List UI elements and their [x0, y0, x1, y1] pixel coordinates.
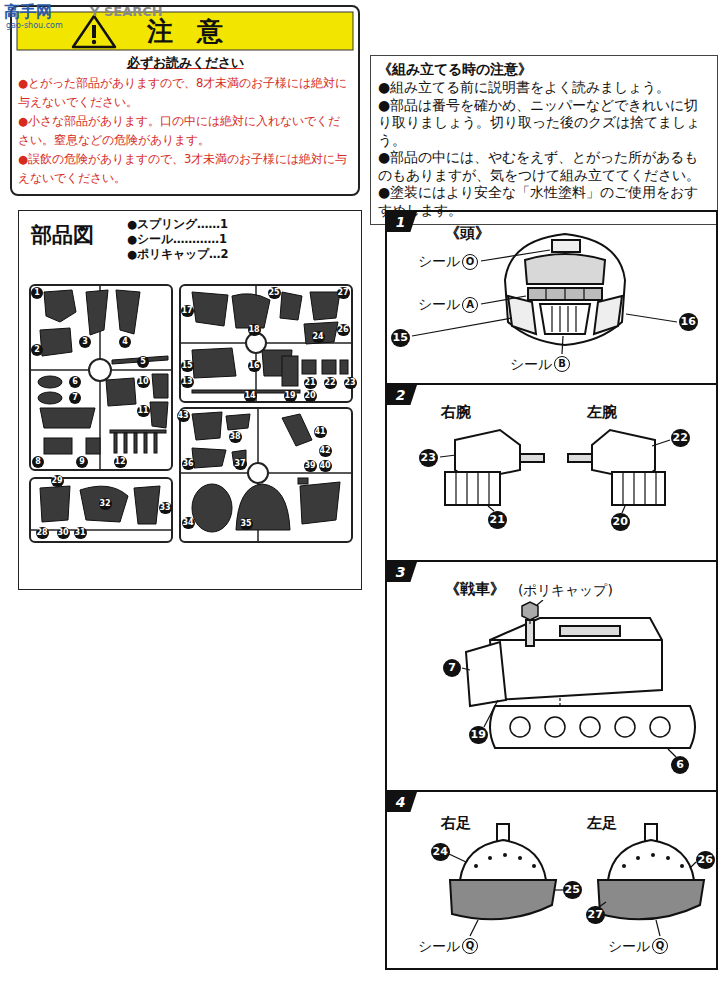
- part-number: 24: [312, 331, 325, 343]
- notes-text: ●部品の中には、やむをえず、とがった所があるものもありますが、気をつけて組み立て…: [378, 149, 710, 184]
- watermark: 高手网: [4, 2, 52, 23]
- part-number: 29: [51, 475, 64, 487]
- step-title: 左腕: [587, 403, 617, 422]
- warning-subtitle: 必ずお読みください: [18, 52, 352, 74]
- callout-number: 6: [671, 756, 689, 774]
- part-number: 27: [337, 287, 350, 299]
- part-number: 3: [79, 336, 91, 348]
- part-number: 21: [304, 377, 317, 389]
- step-title: 右足: [441, 814, 471, 833]
- part-number: 6: [69, 376, 81, 388]
- part-number: 7: [69, 392, 81, 404]
- callout-number: 19: [469, 726, 488, 744]
- step-title: 《頭》: [445, 224, 490, 243]
- part-number: 14: [244, 390, 257, 402]
- part-number: 43: [177, 410, 190, 422]
- part-number: 40: [319, 460, 332, 472]
- part-number: 13: [181, 376, 194, 388]
- callout-number: 24: [431, 843, 450, 861]
- part-number: 33: [159, 502, 172, 514]
- part-number: 26: [337, 324, 350, 336]
- step-number: 4: [387, 792, 417, 812]
- part-number: 20: [304, 390, 317, 402]
- part-number: 38: [229, 431, 242, 443]
- sticker-label: シール: [510, 356, 552, 374]
- panel-title: 部品図: [31, 221, 94, 249]
- sticker-label: シール: [418, 296, 460, 314]
- part-number: 9: [76, 456, 88, 468]
- part-number: 36: [182, 458, 195, 470]
- part-number: 1: [31, 287, 43, 299]
- warning-text: ●小さな部品があります。口の中には絶対に入れないでください。窒息などの危険があり…: [18, 112, 352, 150]
- sticker-label: シール: [608, 938, 650, 956]
- step-title: 左足: [587, 814, 617, 833]
- warning-text: ●誤飲の危険がありますので、3才未満のお子様には絶対に与えないでください。: [18, 150, 352, 188]
- notes-box: 《組み立てる時の注意》●組み立てる前に説明書をよく読みましょう。●部品は番号を確…: [370, 55, 718, 225]
- part-number: 42: [319, 445, 332, 457]
- warning-text: ●とがった部品がありますので、8才未満のお子様には絶対に与えないでください。: [18, 74, 352, 112]
- part-number: 32: [99, 498, 112, 510]
- watermark: Y SEARCH: [90, 4, 163, 19]
- part-number: 5: [137, 356, 149, 368]
- notes-text: ●組み立てる前に説明書をよく読みましょう。: [378, 79, 710, 97]
- step-number: 2: [387, 385, 417, 405]
- callout-number: 22: [671, 429, 690, 447]
- step-title: 右腕: [441, 403, 471, 422]
- part-number: 4: [119, 336, 131, 348]
- part-number: 34: [182, 517, 195, 529]
- part-number: 31: [74, 527, 87, 539]
- part-number: 8: [32, 456, 44, 468]
- part-number: 2: [31, 344, 43, 356]
- callout-number: 15: [391, 329, 410, 347]
- part-number: 16: [248, 360, 261, 372]
- notes-text: ●塗装にはより安全な「水性塗料」のご使用をおすすめします。: [378, 184, 710, 219]
- sticker-letter: Q: [652, 938, 668, 954]
- part-number: 23: [344, 377, 357, 389]
- callout-number: 25: [563, 881, 582, 899]
- callout-number: 27: [586, 906, 605, 924]
- part-number: 17: [181, 305, 194, 317]
- step-number: 1: [387, 212, 417, 232]
- part-number: 19: [284, 390, 297, 402]
- callout-number: 20: [611, 513, 630, 531]
- sticker-letter: A: [462, 297, 478, 313]
- part-note: (ポリキャップ): [518, 582, 613, 600]
- step-number: 3: [387, 562, 417, 582]
- part-number: 37: [234, 458, 247, 470]
- step-box: 2 右腕 左腕: [385, 383, 718, 562]
- part-number: 18: [248, 324, 261, 336]
- part-number: 12: [114, 456, 127, 468]
- sticker-letter: O: [462, 254, 478, 270]
- parts-count: ●シール…………1: [127, 232, 227, 247]
- callout-number: 26: [696, 851, 715, 869]
- part-number: 35: [240, 518, 253, 530]
- sticker-label: シール: [418, 938, 460, 956]
- warning-box: 注意必ずお読みください●とがった部品がありますので、8才未満のお子様には絶対に与…: [10, 5, 360, 196]
- part-number: 41: [314, 426, 327, 438]
- notes-text: ●部品は番号を確かめ、ニッパーなどできれいに切り取りましょう。切り取った後のクズ…: [378, 97, 710, 150]
- part-number: 39: [304, 460, 317, 472]
- sticker-letter: Q: [462, 938, 478, 954]
- callout-number: 21: [488, 511, 507, 529]
- part-number: 28: [36, 527, 49, 539]
- warning-title: 注意: [18, 12, 352, 50]
- part-number: 25: [268, 287, 281, 299]
- step-title: 《戦車》: [445, 580, 505, 599]
- parts-count: ●スプリング……1: [127, 217, 228, 232]
- sticker-letter: B: [554, 356, 570, 372]
- part-number: 30: [57, 527, 70, 539]
- watermark: gao-shou.com: [6, 21, 63, 30]
- callout-number: 23: [419, 449, 438, 467]
- part-number: 22: [324, 377, 337, 389]
- parts-count: ●ポリキャップ…2: [127, 247, 229, 262]
- callout-number: 7: [443, 659, 461, 677]
- part-number: 15: [181, 360, 194, 372]
- part-number: 10: [137, 376, 150, 388]
- callout-number: 16: [679, 313, 698, 331]
- notes-title: 《組み立てる時の注意》: [378, 60, 710, 79]
- part-number: 11: [137, 405, 150, 417]
- sticker-label: シール: [418, 253, 460, 271]
